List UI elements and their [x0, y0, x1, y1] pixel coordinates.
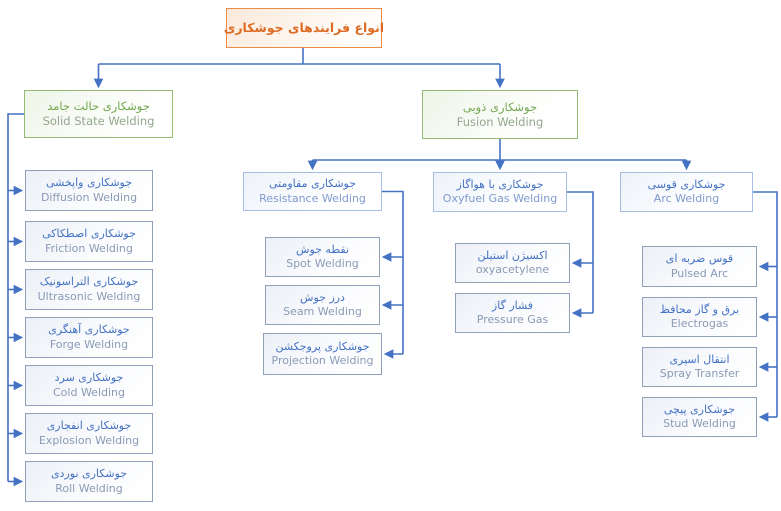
node-label-en: Electrogas — [670, 317, 729, 330]
node-forge-welding: جوشکاری آهنگری Forge Welding — [25, 317, 153, 358]
node-pulsed-arc: قوس ضربه ای Pulsed Arc — [642, 246, 757, 287]
node-label-fa: جوشکاری اصطکاکی — [42, 227, 136, 241]
node-roll-welding: جوشکاری نوردی Roll Welding — [25, 461, 153, 502]
node-label-en: Pulsed Arc — [670, 266, 729, 280]
node-explosion-welding: جوشکاری انفجاری Explosion Welding — [25, 413, 153, 454]
node-label-en: Fusion Welding — [456, 114, 544, 129]
node-stud-welding: جوشکاری پیچی Stud Welding — [642, 397, 757, 437]
node-label-en: Oxyfuel Gas Welding — [442, 192, 558, 205]
node-label-fa: جوشکاری پروجکشن — [275, 339, 370, 353]
node-label-en: Spray Transfer — [659, 367, 740, 380]
node-root-welding-types: انواع فرایندهای جوشکاری — [223, 8, 385, 48]
node-fusion-welding: جوشکاری ذوبی Fusion Welding — [422, 90, 578, 139]
node-label-en: Pressure Gas — [476, 313, 549, 326]
node-spray-transfer: انتقال اسپری Spray Transfer — [642, 347, 757, 387]
node-solid-state-welding: جوشکاری حالت جامد Solid State Welding — [24, 90, 173, 138]
node-pressure-gas: فشار گاز Pressure Gas — [455, 293, 570, 333]
node-label-fa: جوشکاری التراسونیک — [39, 275, 139, 289]
node-label-en: Diffusion Welding — [40, 190, 138, 204]
node-label-fa: برق و گاز محافظ — [659, 302, 740, 316]
node-label-fa: جوشکاری حالت جامد — [47, 99, 150, 114]
node-friction-welding: جوشکاری اصطکاکی Friction Welding — [25, 221, 153, 262]
node-projection-welding: جوشکاری پروجکشن Projection Welding — [263, 333, 382, 375]
node-label-en: Solid State Welding — [42, 114, 155, 128]
node-label-en: Projection Welding — [271, 354, 374, 367]
node-label-en: Stud Welding — [663, 417, 736, 430]
node-ultrasonic-welding: جوشکاری التراسونیک Ultrasonic Welding — [25, 269, 153, 310]
node-label-en: Friction Welding — [45, 241, 133, 255]
node-label-fa: جوشکاری نوردی — [50, 467, 128, 481]
node-label-fa: فشار گاز — [491, 298, 534, 312]
node-electrogas: برق و گاز محافظ Electrogas — [642, 297, 757, 337]
node-label-fa: درز جوش — [300, 290, 345, 304]
node-label-fa: جوشکاری قوسی — [647, 177, 726, 191]
node-seam-welding: درز جوش Seam Welding — [265, 285, 380, 325]
node-label-fa: جوشکاری سرد — [54, 371, 124, 385]
node-oxyfuel-gas-welding: جوشکاری با هواگاز Oxyfuel Gas Welding — [433, 172, 567, 212]
node-spot-welding: نقطه جوش Spot Welding — [265, 237, 380, 277]
node-oxyacetylene: اکسیژن استیلن oxyacetylene — [455, 243, 570, 283]
node-label-fa: جوشکاری پیچی — [663, 402, 736, 416]
node-label-fa: نقطه جوش — [296, 242, 349, 256]
node-label-en: Spot Welding — [286, 257, 359, 270]
node-label-en: Arc Welding — [653, 192, 720, 205]
node-label-fa: جوشکاری مقاومتی — [268, 177, 357, 191]
node-label-fa: جوشکاری آهنگری — [48, 323, 130, 337]
node-label-en: Resistance Welding — [259, 191, 366, 205]
node-diffusion-welding: جوشکاری واپخشی Diffusion Welding — [25, 170, 153, 211]
node-label-fa: جوشکاری ذوبی — [462, 99, 538, 114]
node-label-en: Forge Welding — [49, 337, 129, 351]
node-label-en: Seam Welding — [283, 305, 362, 318]
node-resistance-welding: جوشکاری مقاومتی Resistance Welding — [243, 172, 382, 211]
node-label-fa: جوشکاری انفجاری — [46, 419, 132, 433]
node-label-en: oxyacetylene — [475, 263, 550, 276]
node-label-fa: انواع فرایندهای جوشکاری — [223, 19, 385, 35]
node-label-fa: انتقال اسپری — [669, 352, 730, 366]
node-cold-welding: جوشکاری سرد Cold Welding — [25, 365, 153, 406]
node-label-en: Cold Welding — [53, 385, 125, 399]
node-arc-welding: جوشکاری قوسی Arc Welding — [620, 172, 753, 212]
node-label-en: Roll Welding — [55, 481, 123, 495]
node-label-fa: قوس ضربه ای — [665, 252, 734, 266]
node-label-en: Ultrasonic Welding — [37, 289, 141, 303]
node-label-fa: اکسیژن استیلن — [477, 248, 548, 262]
node-label-fa: جوشکاری با هواگاز — [456, 177, 544, 191]
node-label-en: Explosion Welding — [38, 433, 140, 447]
node-label-fa: جوشکاری واپخشی — [45, 176, 133, 190]
